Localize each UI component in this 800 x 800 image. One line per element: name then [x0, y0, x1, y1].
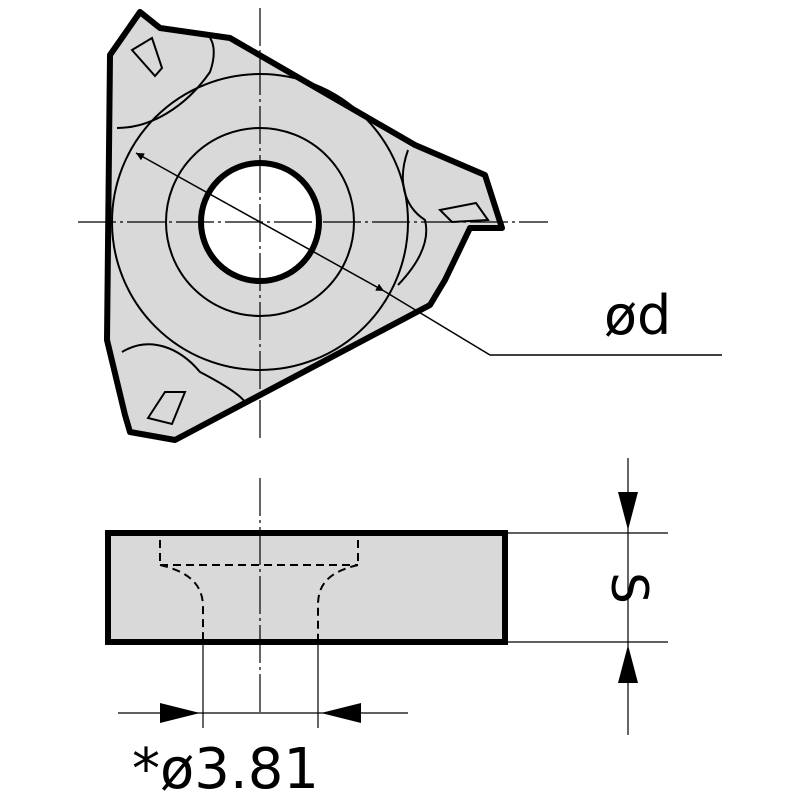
bore-dimension-leader: [383, 290, 722, 356]
bore-diameter-label: ød: [604, 284, 671, 347]
insert-side-view: S *ø3.81: [105, 458, 668, 800]
hidden-hole-lines: [159, 540, 359, 640]
thickness-arrow-top: [618, 492, 638, 530]
chip-breaker-bottom: [146, 391, 187, 426]
insert-top-view: ød: [78, 8, 722, 443]
thickness-label: S: [600, 572, 658, 604]
thickness-arrow-bottom: [618, 645, 638, 683]
side-body: [105, 530, 508, 645]
hole-arrow-left: [160, 703, 200, 723]
chip-breaker-top: [130, 36, 164, 78]
bore-dimension-arrow: [135, 152, 385, 292]
hole-diameter-label: *ø3.81: [132, 737, 319, 800]
corner-scallop-right: [397, 149, 428, 286]
hole-arrow-right: [321, 703, 361, 723]
chip-breaker-right: [437, 201, 490, 224]
corner-scallop-bottom: [121, 343, 246, 403]
corner-scallop-top: [116, 37, 215, 129]
